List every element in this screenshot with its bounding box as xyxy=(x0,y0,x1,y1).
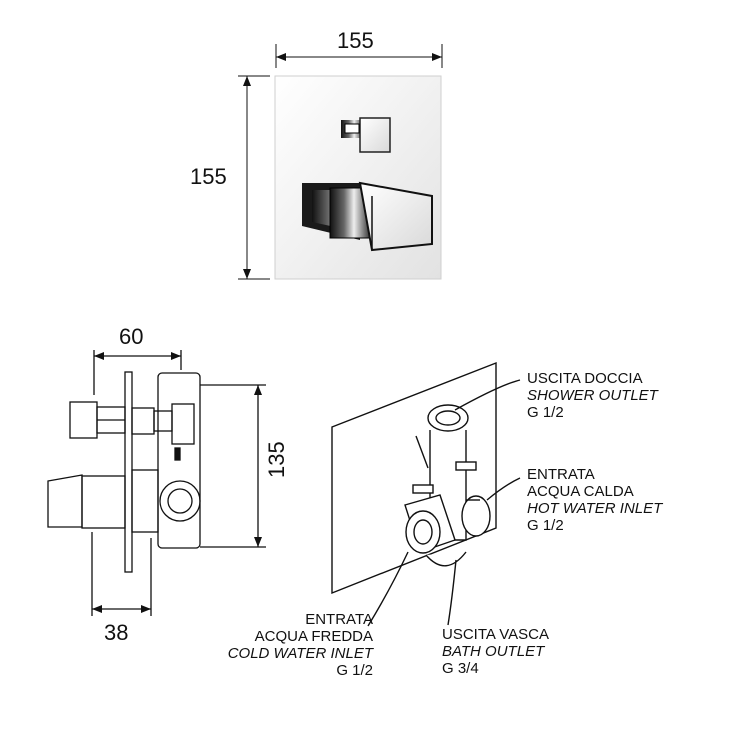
hot-inlet-label: ENTRATA ACQUA CALDA HOT WATER INLET G 1/… xyxy=(527,466,663,534)
side-depth-wall-dim: 38 xyxy=(104,620,129,645)
front-width-dim: 155 xyxy=(337,28,374,53)
front-view xyxy=(238,44,443,280)
iso-view xyxy=(331,361,521,627)
diverter-knob xyxy=(341,117,391,153)
side-view xyxy=(47,350,266,616)
cold-inlet-label: ENTRATA ACQUA FREDDA COLD WATER INLET G … xyxy=(227,611,373,679)
cover-plate xyxy=(274,75,442,280)
side-arrows xyxy=(92,352,262,613)
bath-outlet-label: USCITA VASCA BATH OUTLET G 3/4 xyxy=(442,626,549,677)
side-height-dim: 135 xyxy=(264,441,289,478)
mixer-handle xyxy=(302,181,433,252)
front-height-dim: 155 xyxy=(190,164,227,189)
shower-outlet-label: USCITA DOCCIA SHOWER OUTLET G 1/2 xyxy=(527,370,658,421)
side-depth-total-dim: 60 xyxy=(119,324,144,349)
